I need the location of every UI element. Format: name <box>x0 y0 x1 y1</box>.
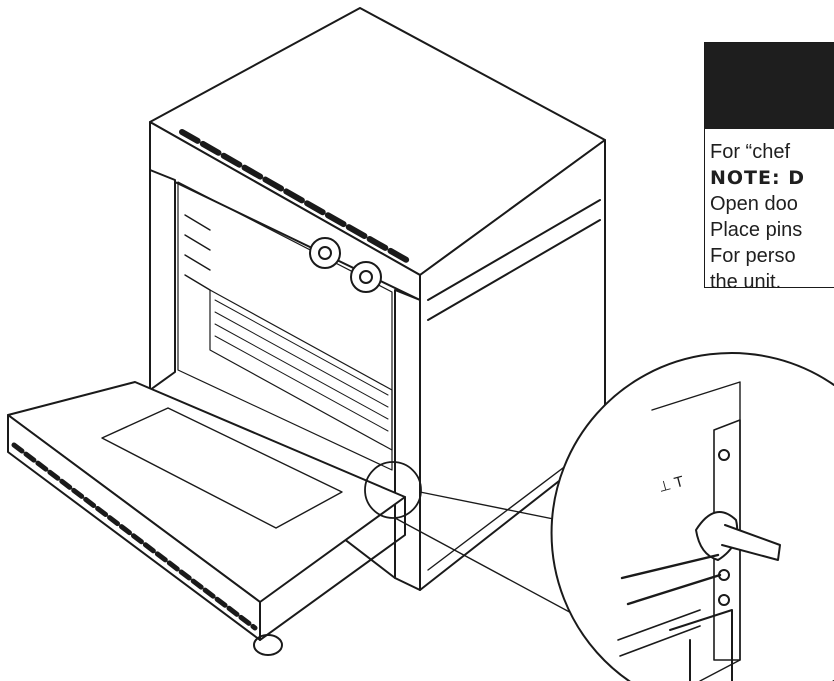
oven-rack <box>209 289 393 451</box>
oven-front-frame <box>149 169 176 391</box>
instruction-note: NOTE: D <box>710 167 805 189</box>
instruction-callout-box: For “chef NOTE: D Open doo Place pins Fo… <box>704 42 834 288</box>
instruction-line-1: For “chef <box>710 141 791 163</box>
callout-body: For “chef NOTE: D Open doo Place pins Fo… <box>705 129 834 288</box>
instruction-line-5: For perso <box>710 245 796 267</box>
hinge-detail-circle <box>364 461 422 519</box>
svg-text:⊥ T: ⊥ T <box>657 474 686 496</box>
instruction-line-6: the unit. <box>710 271 782 288</box>
instruction-line-4: Place pins <box>710 219 803 241</box>
instruction-line-3: Open doo <box>710 193 798 215</box>
oven-knob-left <box>309 237 341 269</box>
callout-header <box>705 43 834 129</box>
hinge-magnified-inset <box>550 352 834 681</box>
oven-knob-right <box>350 261 382 293</box>
door-window <box>101 407 343 529</box>
